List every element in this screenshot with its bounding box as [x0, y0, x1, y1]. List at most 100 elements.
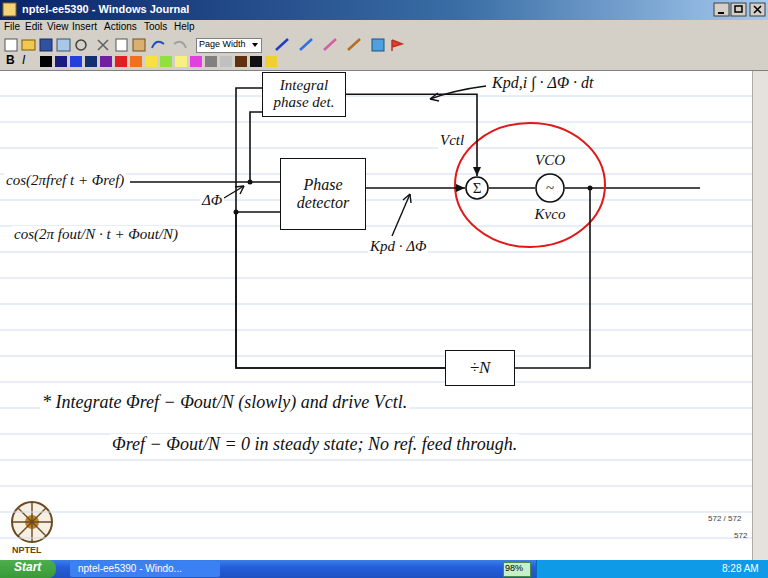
integral-gain-label: Kpd,i ∫ · ΔΦ · dt	[490, 74, 596, 92]
nptel-logo	[12, 502, 52, 542]
summer-circle: Σ	[465, 176, 489, 200]
minimize-glyph	[718, 12, 724, 14]
menu-item: Tools	[144, 21, 167, 33]
circle-shape	[536, 174, 564, 202]
note-text: * Integrate Φref − Φout/N (slowly) and d…	[40, 392, 409, 413]
start-label: Start	[14, 561, 41, 575]
flag-icon	[392, 40, 402, 51]
close-glyph	[754, 6, 761, 13]
vco-circle: VCO~Kvco	[535, 173, 565, 203]
ruled-line	[0, 96, 752, 97]
swatch	[190, 56, 202, 67]
ruled-line	[0, 538, 752, 539]
page-number: 572	[734, 531, 747, 540]
bold-button: B	[6, 54, 15, 68]
ruled-line	[0, 382, 752, 383]
ruled-line	[0, 486, 752, 487]
maximize-glyph	[735, 6, 742, 12]
scrollbar	[752, 71, 768, 560]
vco-heading: VCO	[535, 152, 565, 169]
reference-wire	[130, 181, 280, 183]
cut-icon	[98, 40, 108, 50]
feedback-signal-label: cos(2π fout/N · t + Φout/N)	[12, 226, 180, 243]
ruled-line	[0, 278, 752, 279]
circle-symbol: Σ	[465, 176, 489, 200]
menu-item: Help	[174, 21, 195, 33]
redo-icon	[174, 42, 186, 48]
swatch	[115, 56, 127, 67]
battery-label: 98%	[505, 563, 523, 573]
swatch	[205, 56, 217, 67]
zoom-field-text: Page Width	[199, 39, 246, 49]
menu-item: File	[4, 21, 20, 33]
oscillator-symbol: ~	[546, 173, 554, 203]
ruled-line	[0, 304, 752, 305]
proportional-gain-label: Kpd · ΔΦ	[368, 238, 428, 255]
ruled-line	[0, 356, 752, 357]
clock-label: 8:28 AM	[722, 563, 759, 575]
swatch	[40, 56, 52, 67]
leader-line	[392, 194, 410, 236]
menu-item: Edit	[25, 21, 42, 33]
highlighter-icon	[300, 39, 312, 50]
phase-error-label: ΔΦ	[200, 192, 224, 209]
leader-arrowhead	[403, 194, 411, 203]
divider-box: ÷N	[445, 350, 515, 386]
swatch	[235, 56, 247, 67]
phase-detector-box: Phase detector	[280, 158, 366, 230]
pen-icon	[276, 39, 288, 50]
signal-wire	[236, 88, 445, 368]
new-icon	[5, 39, 17, 51]
swatch	[160, 56, 172, 67]
leader-line	[224, 186, 244, 198]
swatch	[250, 56, 262, 67]
eraser-icon	[324, 39, 336, 50]
reference-signal-label: cos(2πfref t + Φref)	[4, 172, 126, 189]
logo-ring	[12, 502, 52, 542]
insert-icon	[372, 39, 384, 51]
menu-item: Insert	[72, 21, 97, 33]
maximize-button	[731, 3, 746, 16]
ruled-line	[0, 148, 752, 149]
page-count: 572 / 572	[708, 514, 741, 523]
minimize-button	[714, 3, 729, 16]
copy-icon	[116, 39, 127, 51]
print-icon	[57, 39, 70, 51]
find-icon	[76, 40, 86, 50]
circle-shape	[466, 177, 488, 199]
ruled-line	[0, 330, 752, 331]
signal-wire	[515, 188, 590, 368]
vco-gain: Kvco	[535, 206, 566, 223]
note-text: Φref − Φout/N = 0 in steady state; No re…	[110, 434, 519, 455]
undo-icon	[152, 42, 164, 48]
swatch	[145, 56, 157, 67]
ruled-line	[0, 200, 752, 201]
integrator-box: Integral phase det.	[262, 72, 346, 117]
swatch	[220, 56, 232, 67]
swatch	[55, 56, 67, 67]
close-button	[750, 3, 765, 16]
menu-item: Actions	[104, 21, 137, 33]
journal-page	[0, 71, 752, 560]
logo-text: NPTEL	[12, 545, 42, 555]
signal-wire	[236, 212, 445, 368]
open-icon	[22, 40, 35, 50]
ruled-line	[0, 122, 752, 123]
swatch	[175, 56, 187, 67]
toolbar-icons	[5, 39, 402, 51]
selection-icon	[348, 39, 360, 50]
logo-spokes	[12, 502, 52, 542]
swatch	[85, 56, 97, 67]
box-text: ÷N	[451, 358, 509, 378]
junction-dot	[248, 180, 253, 185]
box-text: Phase detector	[286, 176, 360, 213]
dropdown-arrow	[252, 43, 258, 47]
swatch	[265, 56, 277, 67]
swatch	[70, 56, 82, 67]
swatch	[130, 56, 142, 67]
control-voltage-label: Vctl	[438, 132, 466, 149]
